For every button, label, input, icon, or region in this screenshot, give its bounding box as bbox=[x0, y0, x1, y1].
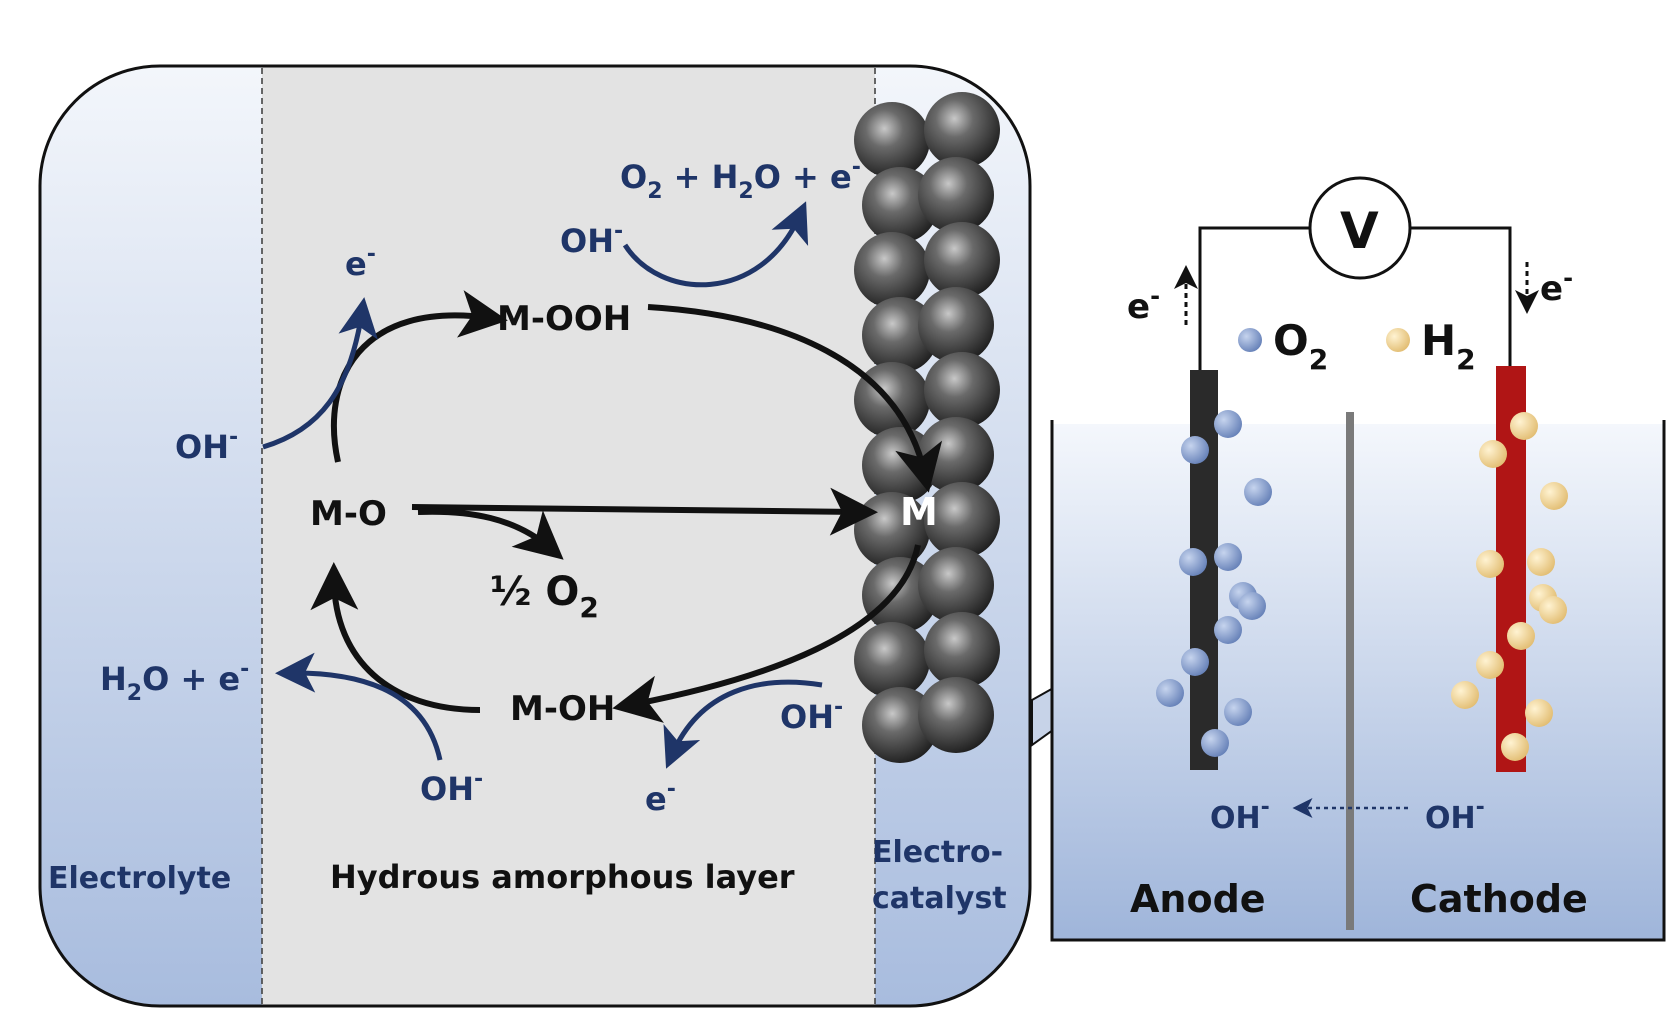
cathode-label: Cathode bbox=[1410, 877, 1588, 921]
label-e-upper: e- bbox=[345, 242, 376, 283]
species-m-ooh: M-OOH bbox=[497, 299, 631, 339]
label-oh-left: OH- bbox=[175, 425, 238, 466]
label-e-bottom: e- bbox=[645, 777, 676, 818]
o2-bubble bbox=[1181, 436, 1209, 464]
cell-electrolyte bbox=[1052, 424, 1664, 940]
o2-bubble bbox=[1244, 478, 1272, 506]
catalyst-particle bbox=[854, 102, 930, 178]
arrow-oh-to-o2-top bbox=[622, 201, 809, 288]
legend-o2-label: O2 bbox=[1273, 316, 1328, 376]
legend-h2-label: H2 bbox=[1421, 316, 1476, 376]
catalyst-particle bbox=[862, 687, 938, 763]
o2-bubble bbox=[1179, 548, 1207, 576]
h2-bubble bbox=[1527, 548, 1555, 576]
catalyst-particle bbox=[918, 287, 994, 363]
o2-bubble bbox=[1201, 729, 1229, 757]
species-m-oh: M-OH bbox=[510, 689, 615, 729]
catalyst-particle bbox=[862, 557, 938, 633]
anode-label: Anode bbox=[1130, 877, 1266, 921]
o2-bubble bbox=[1181, 648, 1209, 676]
species-half-o2: ½ O2 bbox=[490, 569, 599, 624]
o2-bubble bbox=[1224, 698, 1252, 726]
arrow-mo-to-mooh bbox=[330, 290, 508, 463]
h2-bubble bbox=[1539, 596, 1567, 624]
catalyst-particle bbox=[918, 677, 994, 753]
catalyst-particle bbox=[854, 232, 930, 308]
panel-border bbox=[38, 64, 1032, 1008]
h2-bubbles bbox=[1451, 412, 1568, 761]
arrow-mooh-to-m bbox=[647, 304, 943, 493]
catalyst-particle bbox=[862, 167, 938, 243]
label-product-left: H2O + e- bbox=[100, 657, 249, 706]
catalyst-particle bbox=[918, 157, 994, 233]
o2-bubble bbox=[1214, 616, 1242, 644]
catalyst-particle bbox=[924, 92, 1000, 168]
arrow-m-to-moh bbox=[612, 544, 921, 723]
arrow-oh-to-e-upper-left bbox=[262, 297, 378, 450]
species-m-o: M-O bbox=[310, 494, 387, 534]
electrolysis-cell: V e- e- O2 H2 OH- OH- Anode Cathode bbox=[1050, 176, 1666, 942]
arrow-oh-to-e-lower bbox=[663, 679, 823, 769]
wire-anode bbox=[1198, 226, 1310, 370]
cell-oh-anode: OH- bbox=[1210, 795, 1270, 836]
label-oh-right: OH- bbox=[780, 695, 843, 736]
electron-label-anode: e- bbox=[1127, 282, 1160, 327]
hydroxide-arrows bbox=[262, 201, 823, 769]
region-label-electrocatalyst-1: Electro- bbox=[872, 835, 1003, 870]
voltmeter-label: V bbox=[1340, 202, 1379, 260]
catalyst-particle bbox=[854, 622, 930, 698]
legend-o2-bubble bbox=[1238, 328, 1262, 352]
o2-bubbles bbox=[1156, 410, 1272, 757]
mechanism-arrows bbox=[310, 290, 943, 723]
arrow-oh-to-h2o-left bbox=[275, 652, 443, 761]
h2-bubble bbox=[1501, 733, 1529, 761]
wire-cathode bbox=[1410, 226, 1512, 370]
h2-bubble bbox=[1451, 681, 1479, 709]
label-product-top: O2 + H2O + e- bbox=[620, 155, 861, 204]
legend-h2-bubble bbox=[1386, 328, 1410, 352]
region-label-hydrous-layer: Hydrous amorphous layer bbox=[330, 858, 795, 896]
electron-label-cathode: e- bbox=[1540, 264, 1573, 309]
h2-bubble bbox=[1525, 699, 1553, 727]
region-label-electrocatalyst-2: catalyst bbox=[872, 881, 1007, 916]
electrolyte-region bbox=[40, 66, 262, 1006]
catalyst-particle bbox=[924, 612, 1000, 688]
arrow-mo-to-half-o2 bbox=[417, 508, 564, 560]
cell-beaker bbox=[1050, 420, 1666, 942]
o2-bubble bbox=[1238, 592, 1266, 620]
h2-bubble bbox=[1476, 550, 1504, 578]
catalyst-particle bbox=[862, 297, 938, 373]
catalyst-particle bbox=[924, 222, 1000, 298]
voltmeter bbox=[1308, 176, 1412, 280]
arrow-mo-to-m bbox=[411, 487, 878, 536]
electrocatalyst-particles bbox=[854, 92, 1000, 763]
h2-bubble bbox=[1540, 482, 1568, 510]
h2-bubble bbox=[1510, 412, 1538, 440]
h2-bubble bbox=[1507, 622, 1535, 650]
arrow-moh-to-mo bbox=[310, 562, 481, 713]
h2-bubble bbox=[1476, 651, 1504, 679]
mechanism-labels: M-OOH M-O M-OH ½ O2 OH- e- OH- O2 + H2O … bbox=[48, 155, 1007, 916]
catalyst-particle bbox=[924, 352, 1000, 428]
catalyst-particle bbox=[924, 482, 1000, 558]
o2-bubble bbox=[1214, 410, 1242, 438]
h2-bubble bbox=[1479, 440, 1507, 468]
o2-bubble bbox=[1156, 679, 1184, 707]
cell-oh-cathode: OH- bbox=[1425, 795, 1485, 836]
o2-bubble bbox=[1214, 543, 1242, 571]
label-oh-bottom: OH- bbox=[420, 767, 483, 808]
species-m: M bbox=[900, 490, 938, 534]
region-label-electrolyte: Electrolyte bbox=[48, 861, 231, 896]
catalyst-particle bbox=[918, 417, 994, 493]
catalyst-particle bbox=[918, 547, 994, 623]
label-oh-top: OH- bbox=[560, 219, 623, 260]
